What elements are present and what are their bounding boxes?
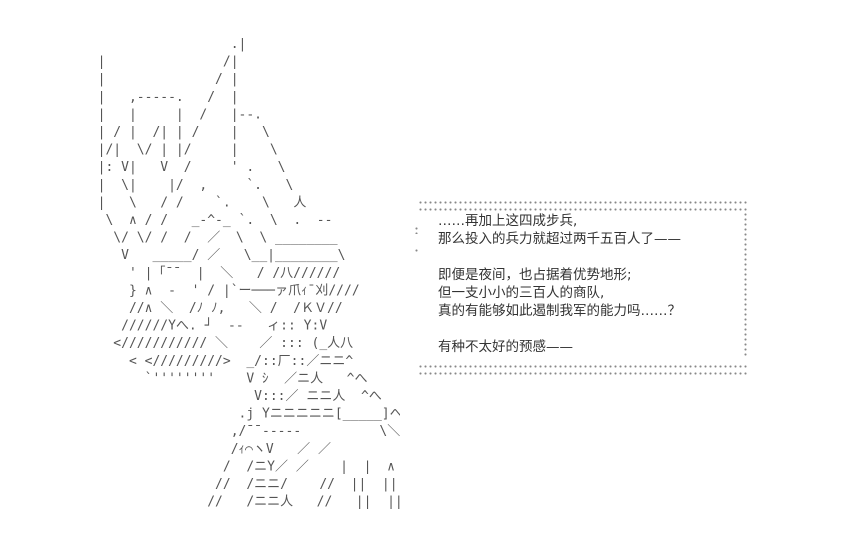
narration-line: 即便是夜间，也占据着优势地形; [438, 267, 632, 283]
ascii-art-row: | / | [82, 72, 239, 87]
ascii-art-row: / /ニY／ ／ | | ∧ [82, 459, 395, 474]
narration-line: ……再加上这四成步兵, [438, 213, 578, 229]
ascii-art-row: | \ / / `. \ 人 [82, 195, 306, 210]
narration-line: 但一支小小的三百人的商队, [438, 285, 605, 301]
dialog-box-right-border [743, 212, 749, 358]
ascii-art-row: //////Yへ. ┘ -- ィ:: Y:V [82, 317, 327, 334]
ascii-art-row: //∧ ＼ /ﾉ ﾉ, ＼ / /ＫＶ// [82, 301, 343, 316]
ascii-art-row: | \| |/ , `. \ [82, 178, 293, 193]
ascii-art-row: } ∧ - ' / |`ー───ァ爪ｨ¯刈//// [82, 283, 360, 298]
narration-line-blank [438, 320, 738, 338]
ascii-art-row: // /ニニ人 // || || || ∧ [82, 495, 400, 510]
ascii-art-row: V _____/ ／ \__|________\ [82, 248, 345, 263]
ascii-art-row: | ,-----. / | [82, 90, 239, 105]
ascii-art-row: < </////////> _/::厂::／ニニ^ [82, 354, 353, 369]
narration-line: 真的有能够如此遏制我军的能力吗……？ [438, 303, 681, 319]
dialog-box-left-border [414, 226, 420, 234]
ascii-art-row: | /| [82, 55, 239, 70]
ascii-art-row: | / | /| | / | \ [82, 125, 270, 140]
ascii-art-row: ' |「¯¯ | ＼ / /八////// [82, 266, 340, 281]
dialog-box-bottom-border [418, 364, 748, 370]
ascii-art-row: |: V| V / ' . \ [82, 160, 286, 175]
ascii-art-row: `'''''''' V ｼ ／ニ人 ^へ [82, 371, 367, 386]
ascii-art-row: ,/¯¯----- \＼ [82, 424, 400, 439]
ascii-art-row: | | | / |--. [82, 107, 262, 122]
ascii-art-row: \/ \/ / / ／ \ \ ________ [82, 231, 338, 246]
narration-line: 那么投入的兵力就超过两千五百人了—— [438, 231, 681, 247]
ascii-art-row: V:::／ ニニ人 ^へ [82, 389, 382, 404]
ascii-art-row: \ ∧ / / _-^-_ `. \ . -- [82, 213, 332, 228]
dialog-box-bottom-border-inner [418, 371, 748, 377]
ascii-art-row: |/| \/ | |/ | \ [82, 143, 278, 158]
ascii-art-row: .| [82, 37, 246, 52]
dialog-box-top-border-inner [418, 207, 748, 213]
ascii-art-row: // /ニニ/ // || || || ∧ [82, 477, 400, 492]
narration-line: 有种不太好的预感—— [438, 339, 573, 355]
dialog-box-left-border-2 [414, 248, 420, 254]
ascii-art-row: </////////// ＼ ／ ::: (_人八 [82, 336, 353, 351]
ascii-art-row: /ｨ⌒ヽV ／ ／ j [82, 442, 400, 457]
narration-line-blank [438, 248, 738, 266]
narration-text-box: ……再加上这四成步兵, 那么投入的兵力就超过两千五百人了—— 即便是夜间，也占据… [438, 212, 738, 356]
ascii-art-row: .j Yニニニニニ[_____]へ [82, 407, 400, 422]
dialog-box-top-border [418, 200, 748, 206]
ascii-art-figure: .| | /| | / | | ,-----. / | | | | / |--.… [82, 37, 400, 510]
